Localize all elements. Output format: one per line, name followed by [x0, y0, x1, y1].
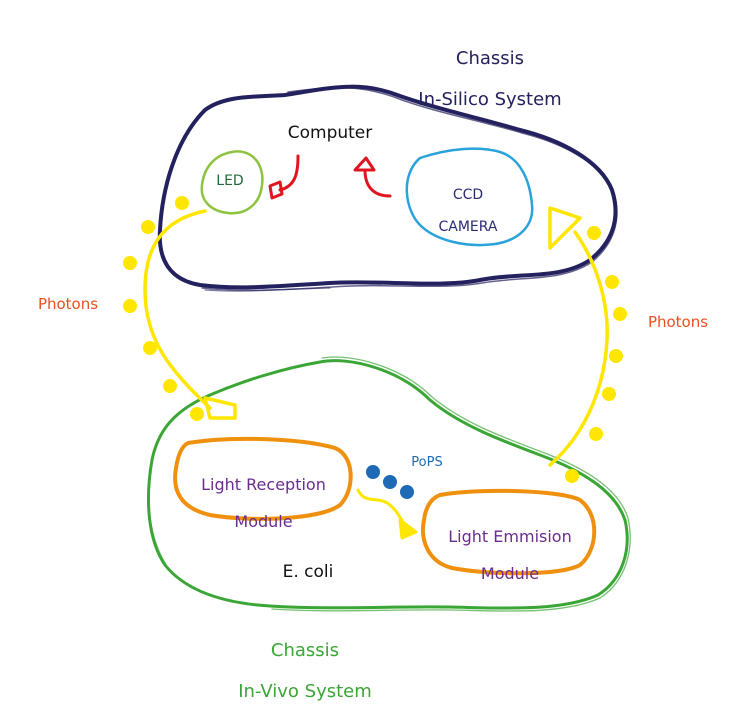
photon-dot [589, 427, 603, 441]
in-vivo-title: Chassis In-Vivo System [210, 620, 400, 723]
photon-dot [565, 469, 579, 483]
photon-dot [587, 226, 601, 240]
in-vivo-title-line2: In-Vivo System [238, 681, 372, 703]
reception-module-line1: Light Reception [201, 475, 326, 495]
reception-module-line2: Module [234, 512, 293, 532]
photon-dot [605, 275, 619, 289]
computer-label: Computer [287, 123, 373, 143]
reception-module-outline [173, 436, 353, 521]
ecoli-label: E. coli [282, 562, 334, 582]
photon-dot [609, 349, 623, 363]
camera-outline [405, 147, 534, 247]
camera-label: CCD CAMERA [418, 171, 518, 251]
in-silico-title-line1: Chassis [455, 47, 525, 69]
in-silico-title-line2: In-Silico System [418, 89, 562, 111]
camera-label-line1: CCD [452, 187, 484, 204]
emission-module-label: Light Emmision Module [425, 510, 595, 602]
photon-dot [175, 196, 189, 210]
photons-left-label: Photons [37, 295, 99, 313]
led-label: LED [216, 173, 244, 189]
in-vivo-chassis-outline [147, 356, 631, 612]
emission-module-line2: Module [480, 564, 540, 584]
emission-module-line1: Light Emmision [448, 527, 572, 547]
reception-module-label: Light Reception Module [176, 458, 351, 550]
in-silico-title: Chassis In-Silico System [395, 28, 585, 131]
photon-dot [143, 341, 157, 355]
camera-label-line2: CAMERA [438, 219, 498, 236]
pops-dot [400, 485, 414, 499]
photon-dot [123, 299, 137, 313]
photon-dots-left [123, 196, 204, 421]
photon-dot [613, 307, 627, 321]
photons-right-label: Photons [647, 313, 709, 331]
photon-dot [602, 387, 616, 401]
photon-dot [163, 379, 177, 393]
pops-dots [366, 465, 414, 499]
computer-to-led-arrow [268, 154, 300, 200]
camera-to-computer-arrow [353, 156, 392, 198]
pops-dot [383, 475, 397, 489]
photon-dot [190, 407, 204, 421]
photon-arrow-led-to-reception [143, 209, 237, 420]
in-silico-chassis-outline [157, 84, 618, 292]
led-outline [200, 150, 264, 215]
in-vivo-title-line1: Chassis [270, 639, 340, 661]
diagram-canvas: Chassis In-Silico System Computer LED CC… [37, 28, 709, 702]
pops-dot [366, 465, 380, 479]
photon-arrow-emission-to-camera [548, 206, 609, 467]
diagram-svg [123, 84, 631, 612]
emission-module-outline [421, 488, 597, 576]
photon-dots-right [565, 226, 627, 483]
pops-label: PoPS [411, 455, 443, 470]
pops-arrow [356, 488, 418, 540]
photon-dot [141, 220, 155, 234]
photon-dot [123, 256, 137, 270]
